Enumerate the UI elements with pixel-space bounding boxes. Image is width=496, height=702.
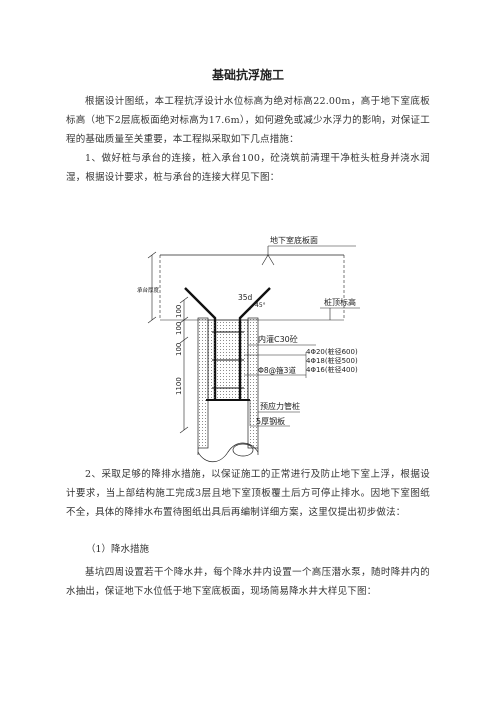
dim-1100: 1100 [175, 377, 183, 395]
label-cap-thickness: 承台厚度 [137, 286, 160, 294]
label-angle: 45° [255, 302, 266, 309]
stirrups [212, 331, 244, 389]
dim-100-lower: 100 [175, 343, 183, 356]
label-basement-floor: 地下室底板面 [270, 235, 318, 245]
label-concrete: 内灌C30砼 [258, 334, 298, 344]
paragraph-dewatering-wells: 基坑四周设置若干个降水井，每个降水井内设置一个高压潜水泵，随时降井内的水抽出，保… [66, 567, 430, 597]
label-rebar-400: 4Φ16(桩径400) [306, 365, 358, 374]
label-rebar-600: 4Φ20(桩径600) [306, 347, 358, 356]
label-rebar-500: 4Φ18(桩径500) [306, 356, 358, 365]
paragraph-intro: 根据设计图纸，本工程抗浮设计水位标高为绝对标高22.00m，高于地下室底板标高（… [66, 96, 430, 145]
dim-100-mid: 100 [175, 322, 183, 335]
paragraph-pile-connection: 1、做好桩与承台的连接，桩入承台100，砼浇筑前清理干净桩头桩身并浇水润湿，根据… [66, 153, 430, 183]
label-pile-top: 桩顶标高 [324, 297, 356, 307]
label-prestressed-pile: 预应力管桩 [260, 401, 300, 411]
paragraph-dewatering: 2、采取足够的降排水措施，以保证施工的正常进行及防止地下室上浮，根据设计要求，当… [66, 469, 430, 518]
pipe-pile [197, 317, 259, 463]
label-steel-plate: 5厚钢板 [256, 416, 285, 426]
page-title: 基础抗浮施工 [211, 68, 284, 82]
label-stirrup: Φ8@箍3道 [258, 365, 296, 375]
dim-100-top: 100 [175, 305, 183, 318]
heading-dewatering-measures: （1）降水措施 [86, 544, 150, 555]
label-anchor-length: 35d [238, 293, 253, 302]
